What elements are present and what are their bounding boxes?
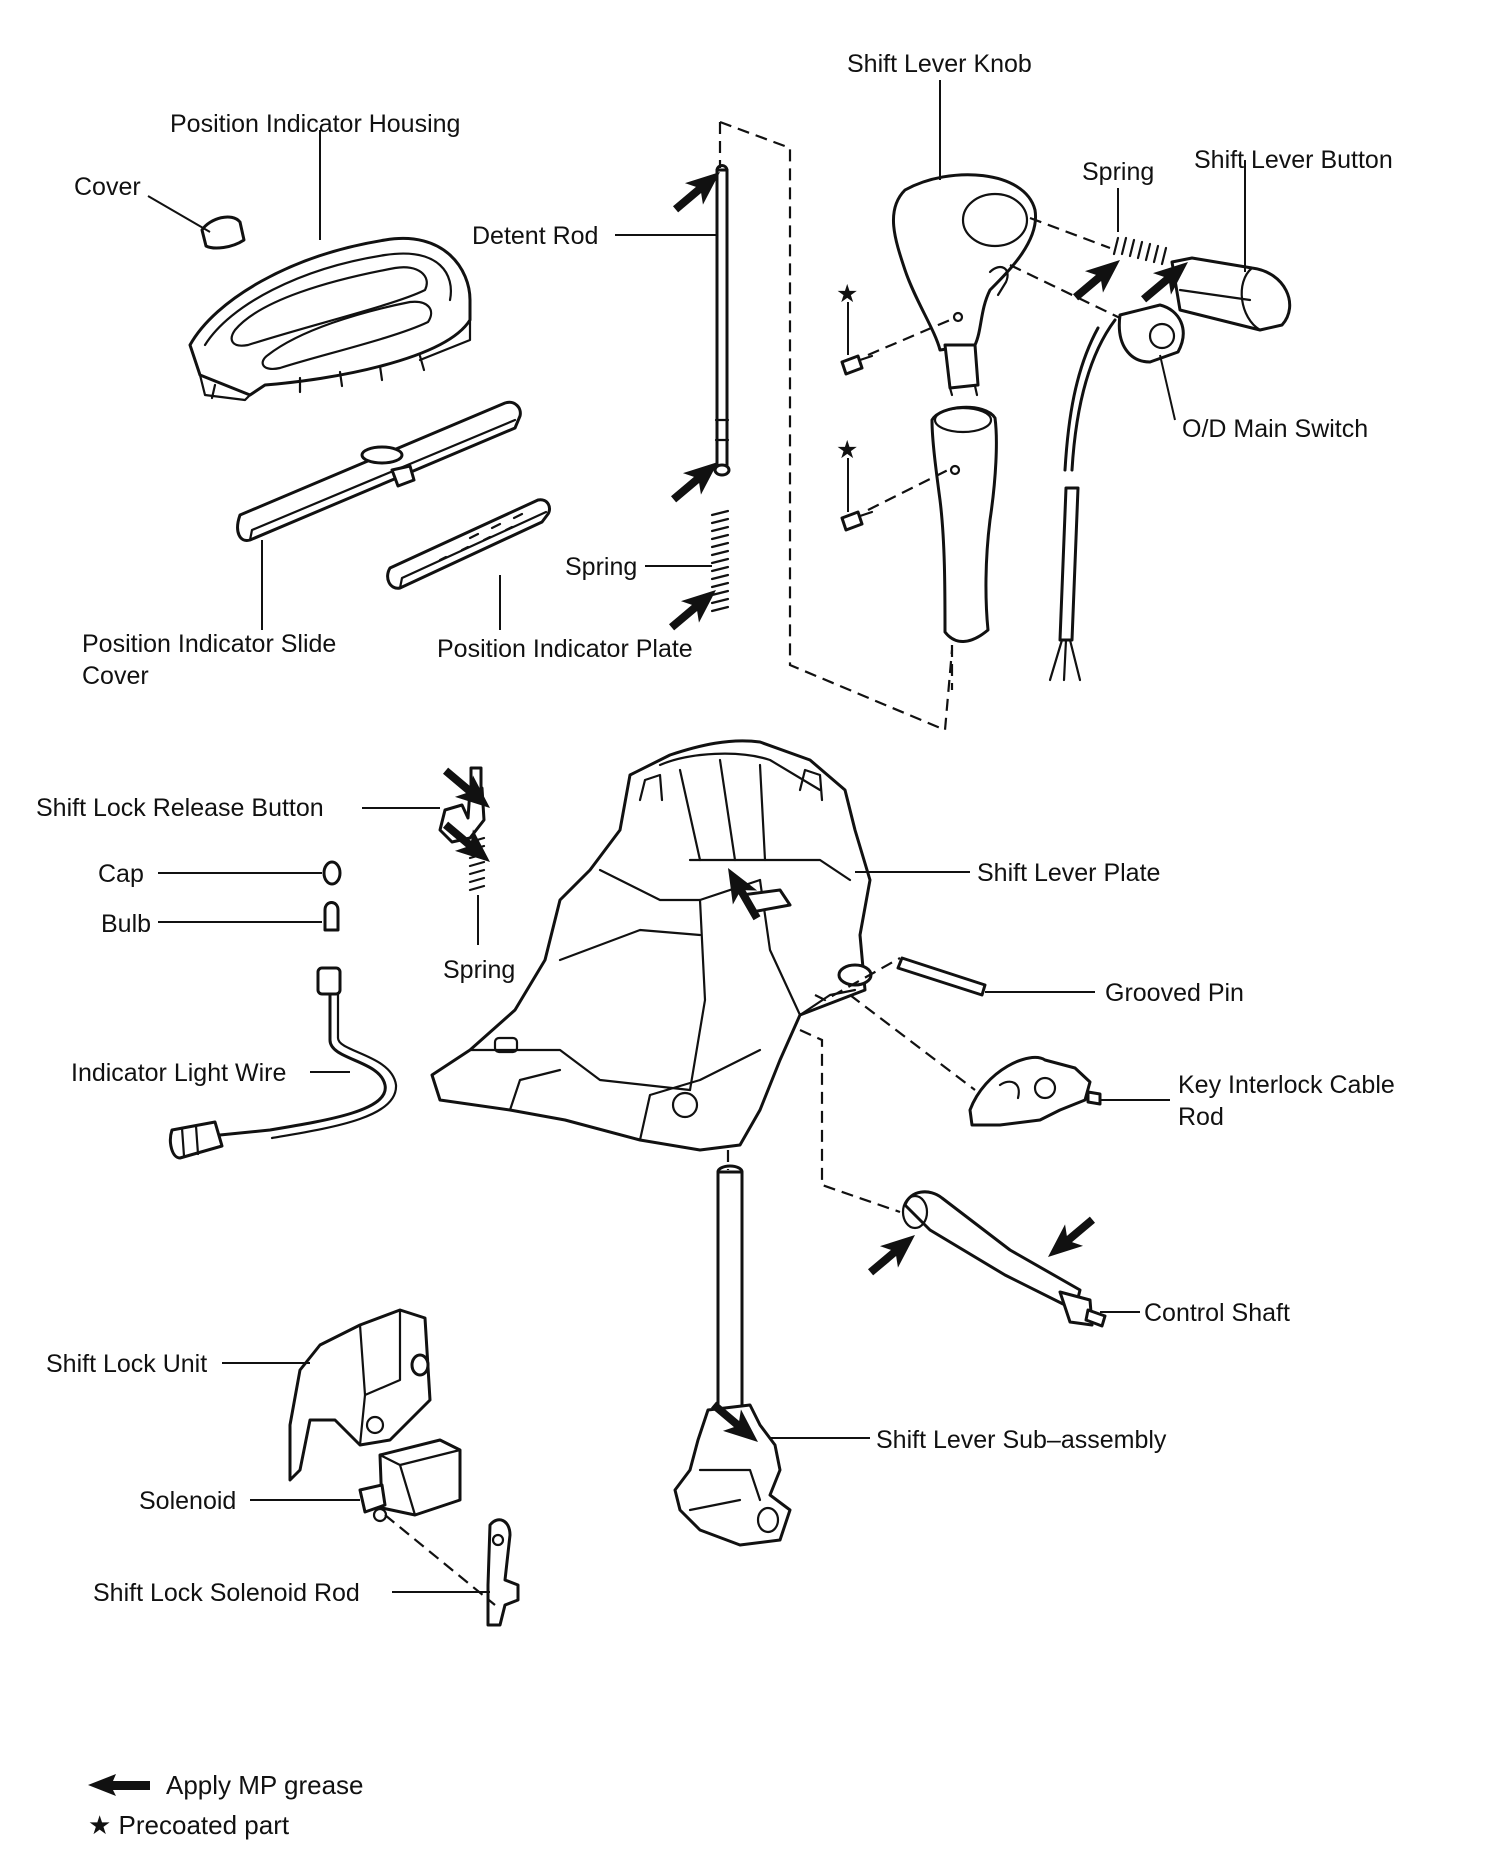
cap-part [322, 860, 342, 886]
shift-lock-unit-part [288, 1308, 432, 1482]
key-interlock-cable-rod-part [968, 1055, 1102, 1127]
cover-part [200, 215, 246, 250]
label-solenoid: Solenoid [139, 1487, 236, 1515]
label-key-interlock-cable-rod-line2: Rod [1178, 1103, 1224, 1131]
grease-arrow-spring-top [1066, 249, 1129, 309]
label-control-shaft: Control Shaft [1144, 1299, 1290, 1327]
star-symbol-upper: ★ [836, 280, 858, 308]
label-shift-lever-sub-assembly: Shift Lever Sub–assembly [876, 1426, 1167, 1454]
shift-lock-release-button-part [438, 766, 486, 844]
label-spring-lower: Spring [443, 956, 515, 984]
od-main-switch-part [1048, 303, 1185, 682]
label-shift-lever-plate: Shift Lever Plate [977, 859, 1160, 887]
control-shaft-part [901, 1190, 1107, 1328]
precoated-screw-lower: ★ [836, 436, 874, 532]
label-shift-lock-release-button: Shift Lock Release Button [36, 794, 324, 822]
label-shift-lever-button: Shift Lever Button [1194, 146, 1393, 174]
label-detent-rod: Detent Rod [472, 222, 598, 250]
shift-lock-solenoid-rod-part [486, 1518, 520, 1627]
label-position-indicator-slide-cover-line2: Cover [82, 662, 149, 690]
label-key-interlock-cable-rod-line1: Key Interlock Cable [1178, 1071, 1395, 1099]
grooved-pin-part [896, 956, 987, 997]
label-position-indicator-slide-cover-line1: Position Indicator Slide [82, 630, 336, 658]
spring-top-part [1112, 236, 1168, 266]
legend-grease-arrow-icon [88, 1774, 150, 1796]
label-cover: Cover [74, 173, 141, 201]
bulb-part [323, 901, 340, 932]
detent-rod [713, 164, 731, 477]
label-od-main-switch: O/D Main Switch [1182, 415, 1368, 443]
label-spring-top: Spring [1082, 158, 1154, 186]
shift-lever-boot [930, 405, 998, 643]
leader-lines [147, 80, 1246, 1593]
label-position-indicator-housing: Position Indicator Housing [170, 110, 460, 138]
shift-lever-sub-assembly-part [673, 1164, 792, 1547]
star-symbol-lower: ★ [836, 436, 858, 464]
label-shift-lock-unit: Shift Lock Unit [46, 1350, 207, 1378]
label-grooved-pin: Grooved Pin [1105, 979, 1244, 1007]
shift-lever-button-part [1170, 256, 1292, 332]
label-position-indicator-plate: Position Indicator Plate [437, 635, 693, 663]
grease-arrow-control-right [1039, 1208, 1102, 1268]
grease-arrow-control-left [861, 1224, 924, 1284]
solenoid-part [358, 1438, 462, 1523]
position-indicator-slide-cover [236, 400, 522, 542]
shift-lever-plate-part [430, 739, 873, 1152]
precoated-screw-upper: ★ [836, 280, 874, 376]
label-indicator-light-wire: Indicator Light Wire [71, 1059, 286, 1087]
legend: Apply MP grease ★ Precoated part [88, 1770, 364, 1840]
legend-precoated-text: ★ Precoated part [88, 1810, 290, 1840]
spring-mid-part [710, 509, 730, 613]
position-indicator-housing [188, 237, 472, 402]
position-indicator-plate [386, 498, 552, 590]
legend-grease-text: Apply MP grease [166, 1770, 364, 1800]
grease-arrow-spring-mid [662, 579, 725, 639]
indicator-light-wire-part [168, 966, 398, 1160]
label-bulb: Bulb [101, 910, 151, 938]
shift-lever-knob [891, 173, 1038, 397]
part-labels: Shift Lever Knob Position Indicator Hous… [36, 50, 1395, 1607]
label-shift-lock-solenoid-rod: Shift Lock Solenoid Rod [93, 1579, 360, 1607]
label-cap: Cap [98, 860, 144, 888]
label-spring-mid: Spring [565, 553, 637, 581]
label-shift-lever-knob: Shift Lever Knob [847, 50, 1032, 78]
